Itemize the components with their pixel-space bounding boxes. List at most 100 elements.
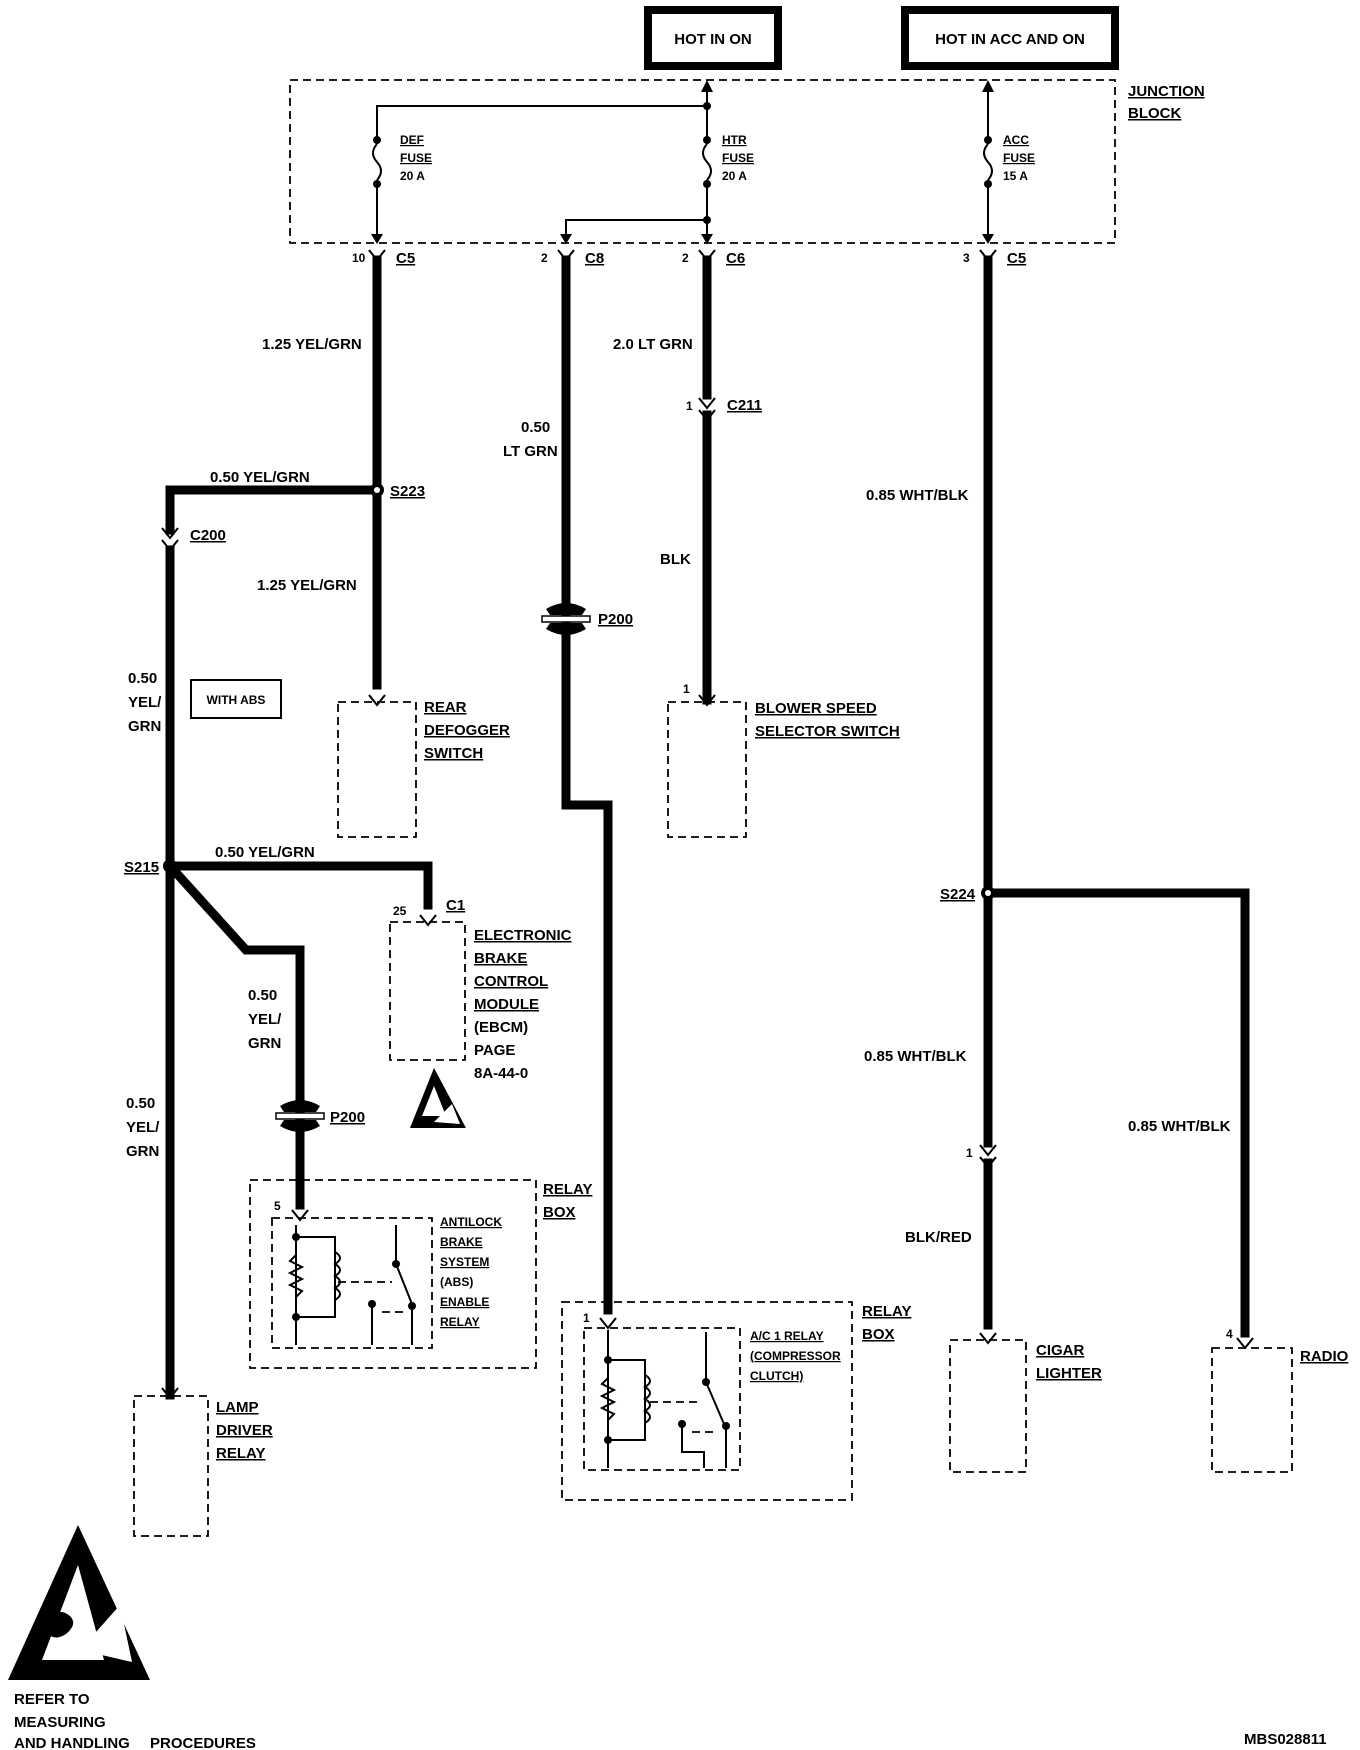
htr-fuse-type: FUSE [722, 151, 754, 165]
relay-box-ac-l1: RELAY [862, 1303, 911, 1320]
def-out-arrow [371, 234, 383, 244]
c1-pin: 25 [393, 904, 407, 918]
c6-name: C6 [726, 250, 745, 267]
junction-block-label-2: BLOCK [1128, 105, 1181, 122]
c211-name: C211 [727, 397, 762, 414]
abs-relay-l4: (ABS) [440, 1275, 473, 1289]
htr-fuse-rating: 20 A [722, 169, 747, 183]
ac-relay-pin: 1 [583, 1311, 590, 1325]
cigar-l2: LIGHTER [1036, 1365, 1102, 1382]
esd-note-l1: REFER TO [14, 1691, 90, 1708]
wire-label-7c: GRN [126, 1143, 159, 1160]
htr-out-arrow [701, 234, 713, 244]
acc-fuse-name: ACC [1003, 133, 1029, 147]
abs-relay-l3: SYSTEM [440, 1255, 489, 1269]
wire-label-2: 0.50 YEL/GRN [210, 469, 310, 486]
relay-box-abs-l2: BOX [543, 1204, 576, 1221]
wire-label-13: 0.85 WHT/BLK [1128, 1118, 1231, 1135]
ebcm-l6: PAGE [474, 1042, 515, 1059]
cigar-inline-pin: 1 [966, 1146, 973, 1160]
blower-l2: SELECTOR SWITCH [755, 723, 900, 740]
splice-s224-label: S224 [940, 886, 976, 903]
acc-fuse-type: FUSE [1003, 151, 1035, 165]
wire-label-14: BLK/RED [905, 1229, 972, 1246]
wire-label-3: 1.25 YEL/GRN [257, 577, 357, 594]
c1-name: C1 [446, 897, 465, 914]
radio-label: RADIO [1300, 1348, 1349, 1365]
c8-out-arrow [560, 234, 572, 244]
c5a-pin: 10 [352, 251, 366, 265]
ebcm-l5: (EBCM) [474, 1019, 528, 1036]
lamp-driver-relay: LAMP DRIVER RELAY [133, 1387, 273, 1537]
hot-in-acc-on-label: HOT IN ACC AND ON [935, 31, 1085, 48]
wire-label-7b: YEL/ [126, 1119, 160, 1136]
c200-label: C200 [190, 527, 226, 544]
def-fuse-name: DEF [400, 133, 424, 147]
blower-l1: BLOWER SPEED [755, 700, 877, 717]
connector-c211-icon [698, 397, 716, 410]
junction-block-label-1: JUNCTION [1128, 83, 1205, 100]
splice-s215-label: S215 [124, 859, 159, 876]
ac-relay-l2: (COMPRESSOR [750, 1349, 841, 1363]
htr-fuse-icon [701, 102, 713, 224]
rear-defogger-l2: DEFOGGER [424, 722, 510, 739]
junction-block: JUNCTION BLOCK DEF FUSE 20 A [289, 79, 1205, 244]
ebcm-module: 25 C1 ELECTRONIC BRAKE CONTROL MODULE (E… [389, 897, 572, 1082]
cigar-l1: CIGAR [1036, 1342, 1085, 1359]
blower-speed-selector-switch: 1 BLOWER SPEED SELECTOR SWITCH [667, 682, 900, 838]
wire-label-12: 0.85 WHT/BLK [864, 1048, 967, 1065]
abs-relay-l5: ENABLE [440, 1295, 489, 1309]
ebcm-l3: CONTROL [474, 973, 548, 990]
rear-defogger-l3: SWITCH [424, 745, 483, 762]
wire-label-7a: 0.50 [126, 1095, 155, 1112]
wire-label-8a: 0.50 [521, 419, 550, 436]
radio-pin: 4 [1226, 1327, 1233, 1341]
wire-label-9: 2.0 LT GRN [613, 336, 693, 353]
wire-label-10: BLK [660, 551, 691, 568]
ac-relay-l1: A/C 1 RELAY [750, 1329, 824, 1343]
wire-label-5: 0.50 YEL/GRN [215, 844, 315, 861]
ebcm-l2: BRAKE [474, 950, 527, 967]
p200-right-label: P200 [598, 611, 633, 628]
wire-label-6b: YEL/ [248, 1011, 282, 1028]
connector-c5-def: 10 C5 [352, 249, 415, 267]
def-fuse-type: FUSE [400, 151, 432, 165]
esd-note-l4: PROCEDURES [150, 1735, 256, 1750]
with-abs-label: WITH ABS [207, 693, 266, 707]
hot-in-on-label: HOT IN ON [674, 31, 752, 48]
wire-to-ebcm [165, 861, 433, 910]
c5b-name: C5 [1007, 250, 1026, 267]
htr-in-arrow [701, 80, 713, 92]
c6-pin: 2 [682, 251, 689, 265]
esd-warning-icon [8, 1525, 150, 1680]
connector-c8: 2 C8 [541, 249, 604, 267]
wire-to-abs-relay [163, 859, 305, 1210]
radio: 4 RADIO [1211, 1327, 1349, 1473]
cigar-lighter: CIGAR LIGHTER [949, 1332, 1102, 1473]
def-fuse-icon [371, 136, 383, 188]
ebcm-l7: 8A-44-0 [474, 1065, 528, 1082]
wire-label-11: 0.85 WHT/BLK [866, 487, 969, 504]
c8-pin: 2 [541, 251, 548, 265]
ebcm-l4: MODULE [474, 996, 539, 1013]
connector-c6: 2 C6 [682, 249, 745, 267]
hot-in-on-box: HOT IN ON [644, 6, 782, 70]
p200-left-label: P200 [330, 1109, 365, 1126]
wire-label-4a: 0.50 [128, 670, 157, 687]
esd-note-l3: AND HANDLING [14, 1735, 130, 1750]
lamp-driver-l1: LAMP [216, 1399, 259, 1416]
connector-cigar-icon [979, 1144, 997, 1157]
c5b-pin: 3 [963, 251, 970, 265]
wire-label-1: 1.25 YEL/GRN [262, 336, 362, 353]
wire-to-radio [983, 888, 1250, 1338]
relay-box-abs-l1: RELAY [543, 1181, 592, 1198]
rear-defogger-switch: REAR DEFOGGER SWITCH [337, 694, 510, 838]
esd-note-l2: MEASURING [14, 1714, 106, 1731]
c5a-name: C5 [396, 250, 415, 267]
with-abs-box [190, 679, 282, 719]
wire-label-6c: GRN [248, 1035, 281, 1052]
abs-relay-l1: ANTILOCK [440, 1215, 502, 1229]
c8-name: C8 [585, 250, 604, 267]
relay-box-ac: RELAY BOX 1 A/C 1 RELAY (COMPRESSOR CLUT… [561, 1301, 911, 1501]
